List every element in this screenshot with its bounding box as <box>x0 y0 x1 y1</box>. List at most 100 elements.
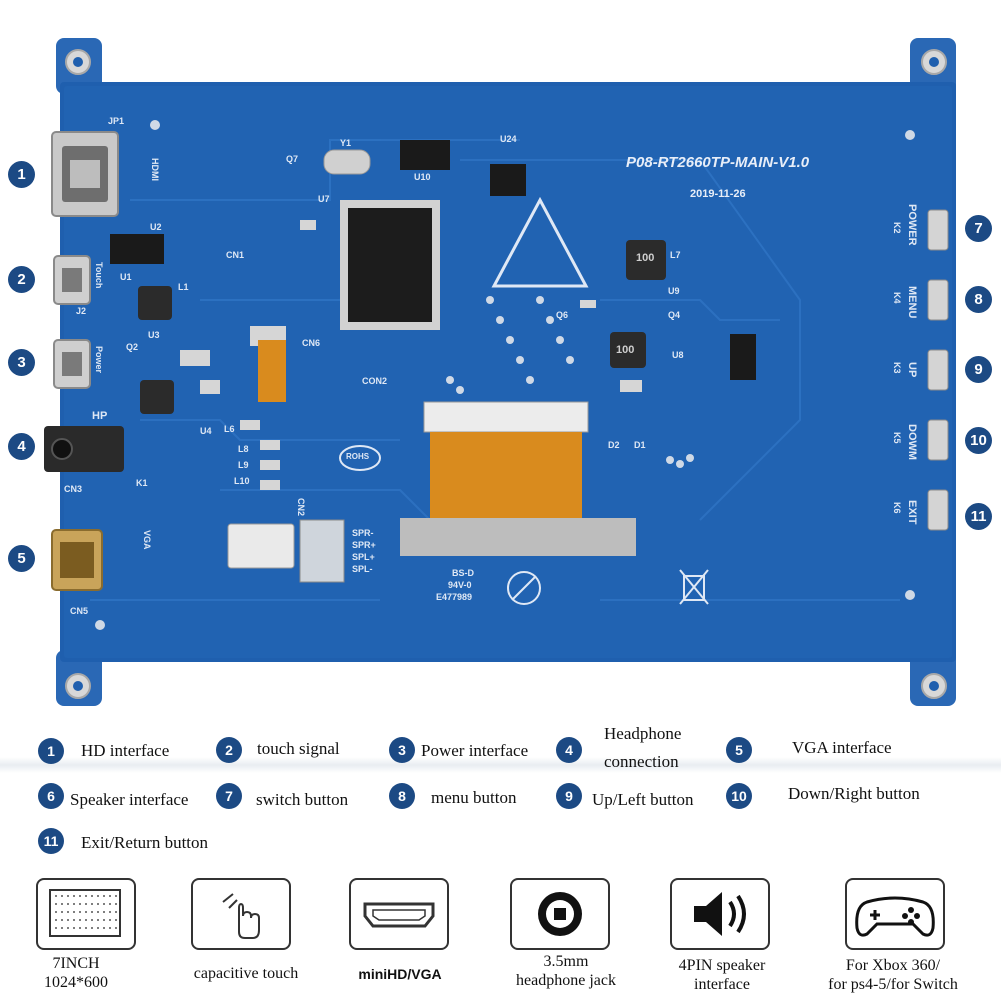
feature-label-jack: 3.5mm headphone jack <box>496 952 636 990</box>
callout-badge-2: 2 <box>8 266 35 293</box>
feature-box-screen <box>36 878 136 950</box>
silk-d1: D1 <box>634 440 646 450</box>
silk-j2: J2 <box>76 306 87 316</box>
silk-inductor-mark: 100 <box>636 252 655 264</box>
legend-badge-11: 11 <box>38 828 64 854</box>
silk-con2: CON2 <box>362 376 388 386</box>
callout-badge-1: 1 <box>8 161 35 188</box>
silk-u1: U1 <box>120 272 132 282</box>
feature-label-speaker: 4PIN speaker interface <box>654 956 790 994</box>
silk-bs: BS-D <box>452 568 474 578</box>
silk-btn-power: POWER <box>906 204 918 246</box>
silk-u2: U2 <box>150 222 162 232</box>
legend-badge-3: 3 <box>389 737 415 763</box>
headphone-jack-icon <box>538 892 582 936</box>
legend-label-11: Exit/Return button <box>81 833 209 852</box>
legend-badge-10: 10 <box>726 783 752 809</box>
callout-badge-8: 8 <box>965 286 992 313</box>
silk-spl-plus: SPL+ <box>352 552 375 562</box>
silk-touch: Touch <box>94 262 104 289</box>
legend-label-7: switch button <box>256 790 349 809</box>
legend-label-1: HD interface <box>81 741 170 760</box>
silk-hp: HP <box>92 410 108 422</box>
callout-badge-9: 9 <box>965 356 992 383</box>
feature-gamepad-line1: For Xbox 360/ <box>845 957 941 974</box>
pcb-board-photo: P08-RT2660TP-MAIN-V1.0 2019-11-26 JP1 HD… <box>8 38 992 706</box>
legend-label-6: Speaker interface <box>70 790 189 809</box>
silk-94v0: 94V-0 <box>448 580 472 590</box>
silk-cn3: CN3 <box>64 484 83 494</box>
silk-q6: Q6 <box>556 310 569 320</box>
legend-badge-1: 1 <box>38 738 64 764</box>
feature-box-speaker <box>670 878 770 950</box>
silk-l7: L7 <box>670 250 681 260</box>
feature-jack-line2: headphone jack <box>516 972 616 990</box>
touch-hand-icon <box>222 893 260 939</box>
legend-badge-2: 2 <box>216 737 242 763</box>
feature-speaker-line2: interface <box>694 976 750 994</box>
silk-u4: U4 <box>200 426 212 436</box>
silk-cn6: CN6 <box>302 338 321 348</box>
silk-k5: K5 <box>892 432 902 444</box>
legend-badge-6: 6 <box>38 783 64 809</box>
legend-badge-8: 8 <box>389 783 415 809</box>
board-model-label: P08-RT2660TP-MAIN-V1.0 <box>626 154 810 171</box>
silk-rohs: ROHS <box>346 452 370 461</box>
legend-label-3: Power interface <box>421 741 529 760</box>
silk-l8: L8 <box>238 444 249 454</box>
silk-u8: U8 <box>672 350 684 360</box>
silk-vga: VGA <box>142 530 152 550</box>
silk-spl-minus: SPL- <box>352 564 373 574</box>
silk-k4: K4 <box>892 292 902 304</box>
silk-y1: Y1 <box>340 138 352 148</box>
feature-label-hdmi: miniHD/VGA <box>358 966 442 982</box>
hdmi-port-icon <box>363 902 435 928</box>
callout-badge-11: 11 <box>965 503 992 530</box>
silk-inductor-mark-2: 100 <box>616 344 635 356</box>
silk-l10: L10 <box>234 476 250 486</box>
feature-gamepad-line2: for ps4-5/for Switch <box>828 976 958 994</box>
silk-cn2: CN2 <box>296 498 306 517</box>
feature-screen-line2: 1024*600 <box>44 974 108 992</box>
feature-box-touch <box>191 878 291 950</box>
silk-spr-plus: SPR+ <box>352 540 376 550</box>
feature-box-jack <box>510 878 610 950</box>
feature-speaker-line1: 4PIN speaker <box>678 957 766 974</box>
silk-k6: K6 <box>892 502 902 514</box>
legend-badge-7: 7 <box>216 783 242 809</box>
silk-q2: Q2 <box>126 342 139 352</box>
callout-badge-10: 10 <box>965 427 992 454</box>
callout-badge-7: 7 <box>965 215 992 242</box>
silk-btn-exit: EXIT <box>906 500 918 525</box>
legend-label-10: Down/Right button <box>788 784 920 803</box>
callout-badge-5: 5 <box>8 545 35 572</box>
silk-cn1: CN1 <box>226 250 245 260</box>
feature-label-gamepad: For Xbox 360/ for ps4-5/for Switch <box>806 956 980 994</box>
silk-u3: U3 <box>148 330 160 340</box>
silk-k3: K3 <box>892 362 902 374</box>
feature-box-gamepad <box>845 878 945 950</box>
silk-cn5: CN5 <box>70 606 89 616</box>
screen-grid-icon <box>49 889 121 937</box>
pcb-board-drawing <box>44 38 956 706</box>
legend-badge-9: 9 <box>556 783 582 809</box>
legend-label-5: VGA interface <box>792 738 892 757</box>
legend-band <box>0 757 1001 773</box>
speaker-icon <box>694 892 746 936</box>
silk-l6: L6 <box>224 424 235 434</box>
silk-hdmi: HDMI <box>150 158 160 181</box>
feature-box-hdmi <box>349 878 449 950</box>
silk-q7: Q7 <box>286 154 299 164</box>
legend-label-9: Up/Left button <box>592 790 694 809</box>
silk-power: Power <box>94 346 104 374</box>
board-date-label: 2019-11-26 <box>690 188 746 200</box>
silk-u9: U9 <box>668 286 680 296</box>
silk-u10: U10 <box>414 172 431 182</box>
silk-u24: U24 <box>500 134 517 144</box>
silk-l1: L1 <box>178 282 189 292</box>
callout-badge-4: 4 <box>8 433 35 460</box>
legend-label-2: touch signal <box>257 739 340 758</box>
silk-d2: D2 <box>608 440 620 450</box>
feature-label-touch: capacitive touch <box>193 965 299 982</box>
silk-k2: K2 <box>892 222 902 234</box>
